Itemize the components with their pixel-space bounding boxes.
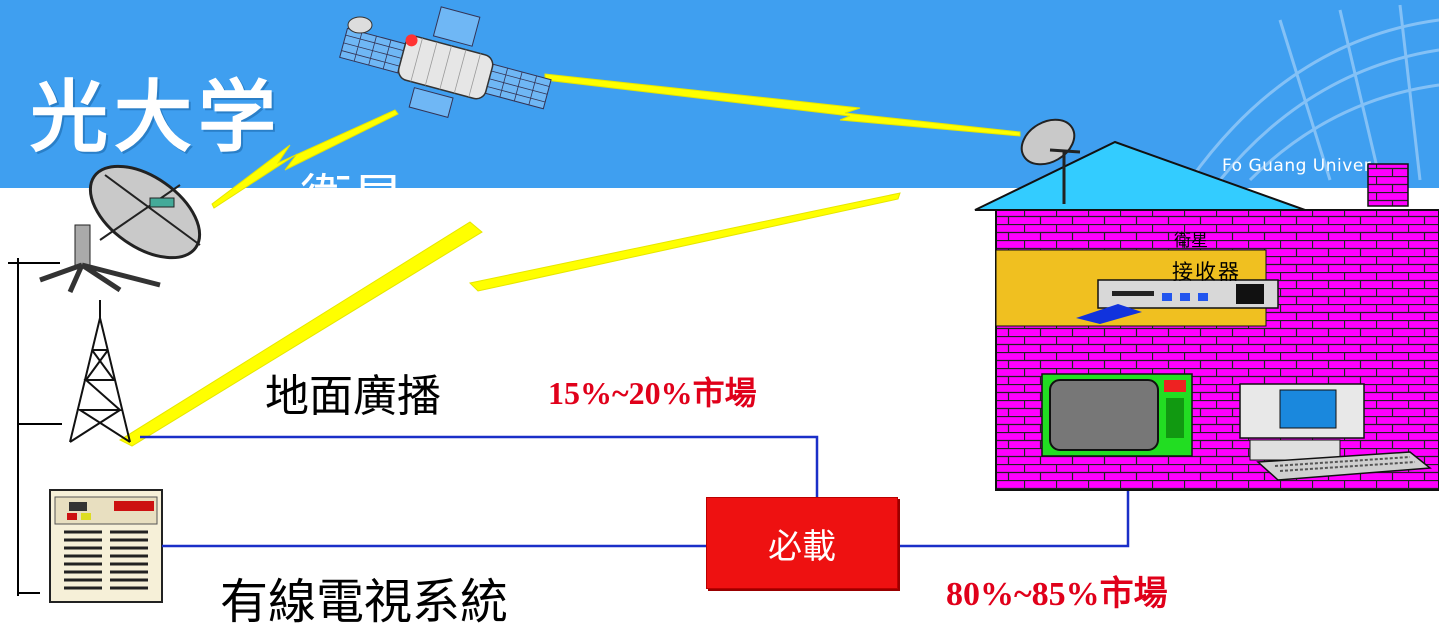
cable-system-label: 有線電視系統: [220, 574, 509, 630]
cable-headend-icon: [49, 489, 163, 603]
university-name-en: Fo Guang Univer: [1222, 156, 1372, 176]
terrestrial-share-label: 15%~20%市場: [548, 375, 757, 411]
roof-dish-icon: [1020, 118, 1081, 204]
house-receiver-label: 接收器: [1172, 260, 1241, 284]
must-carry-box: 必載: [706, 497, 898, 589]
terrestrial-broadcast-label: 地面廣播: [265, 371, 441, 422]
university-name-zh: 光大学: [30, 72, 283, 163]
house-satellite-label: 衛星: [1174, 231, 1208, 251]
satellite-beam: [118, 73, 1021, 447]
campus-arch-graphic: [1188, 4, 1439, 182]
satellite-label: 衛星: [300, 170, 405, 200]
cable-wiring: [140, 435, 1130, 548]
satellite-icon: [339, 6, 552, 118]
house-icon: [974, 140, 1439, 491]
left-bracket: [8, 258, 62, 596]
ground-dish-icon: [39, 164, 202, 294]
cable-share-label: 80%~85%市場: [946, 576, 1168, 613]
broadcast-tower-icon: [69, 300, 131, 443]
